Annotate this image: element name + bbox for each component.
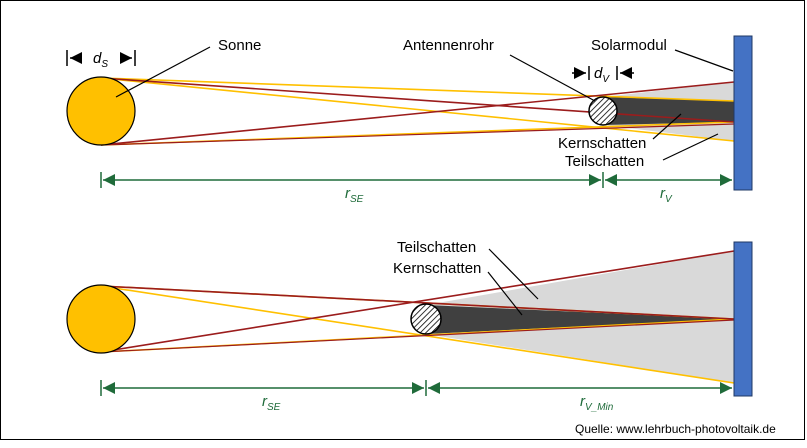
top-diagram: dS dV Sonne Antennenrohr Solarmodul Kern… [66,35,753,205]
top-dim-pipe: dV [572,65,634,85]
bottom-ray-red-mid [100,319,735,353]
bottom-core-shadow [426,305,734,334]
bottom-sun [66,284,136,354]
top-ray-red-upper [100,81,735,146]
bottom-label-partial: Teilschatten [397,239,476,256]
bottom-ray-red-upper [100,250,735,353]
svg-text:rV: rV [660,185,673,205]
top-ray-yellow-upper [100,77,735,102]
top-dim-rv-main: r [660,185,666,202]
bottom-dim-rse-main: r [262,393,268,410]
top-dim-sun: dS [66,50,136,70]
bottom-solar-module [733,241,753,397]
bottom-dim-rv-main: r [580,393,586,410]
top-dim-pipe-sub: V [602,74,610,85]
top-sun [66,76,136,146]
top-ray-red-lower [100,77,735,123]
top-core-shadow [603,97,734,125]
svg-text:rV_Min: rV_Min [580,393,614,413]
bottom-dim-rv-sub: V_Min [585,402,614,413]
bottom-diagram: Teilschatten Kernschatten rSE rV_Min [66,239,753,413]
svg-text:dV: dV [594,65,610,85]
top-dim-rse-main: r [345,185,351,202]
top-label-pipe: Antennenrohr [403,37,494,54]
bottom-ray-yellow-lower [100,285,735,384]
top-dim-rv-sub: V [665,194,673,205]
top-dim-distances: rSE rV [100,172,732,205]
top-dim-sun-main: d [93,50,102,67]
bottom-ray-red-lower [100,285,735,320]
top-dim-sun-sub: S [101,59,108,70]
top-ray-yellow-lower [100,77,735,142]
top-dim-rse-sub: SE [350,194,364,205]
source-credit: Quelle: www.lehrbuch-photovoltaik.de [575,422,776,436]
top-label-partial: Teilschatten [565,153,644,170]
bottom-dim-distances: rSE rV_Min [100,380,732,413]
svg-text:dS: dS [93,50,108,70]
top-antenna-pipe [588,96,618,126]
top-label-sun: Sonne [218,37,261,54]
bottom-dim-rse-sub: SE [267,402,281,413]
top-ray-red-mid [100,123,735,146]
top-label-module: Solarmodul [591,37,667,54]
bottom-label-core: Kernschatten [393,260,481,277]
svg-text:rSE: rSE [345,185,364,205]
svg-text:rSE: rSE [262,393,281,413]
top-dim-pipe-main: d [594,65,603,82]
top-label-core: Kernschatten [558,135,646,152]
top-solar-module [733,35,753,191]
bottom-antenna-pipe [410,303,442,335]
